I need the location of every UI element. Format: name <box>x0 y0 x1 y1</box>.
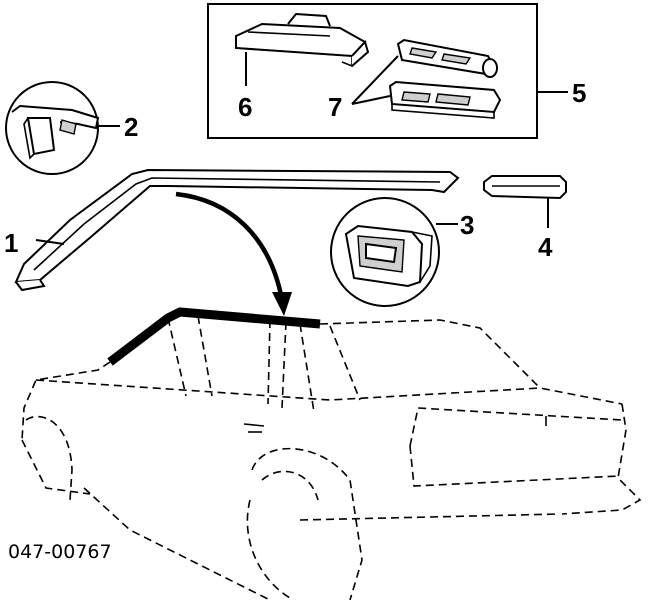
leader-7a <box>351 55 399 105</box>
callout-5: 5 <box>572 78 586 108</box>
callout-2: 2 <box>124 112 138 142</box>
inset-box <box>207 3 538 139</box>
roof-molding-location <box>107 307 321 366</box>
inset-box-group <box>207 3 568 139</box>
part-7-clip-upper <box>396 38 498 78</box>
callout-1: 1 <box>4 228 18 258</box>
car-outline <box>21 307 642 601</box>
leader-7b <box>351 95 391 105</box>
callout-4: 4 <box>538 232 553 262</box>
part-6-retainer <box>235 12 370 68</box>
detail-circle-3 <box>330 197 458 307</box>
part-7-clip-lower <box>388 80 502 119</box>
callout-6: 6 <box>238 92 252 122</box>
callout-7: 7 <box>328 92 342 122</box>
callout-3: 3 <box>460 210 474 240</box>
leader-1 <box>35 239 65 245</box>
part-1-roof-molding <box>14 168 460 292</box>
diagram-part-number: 047-00767 <box>8 541 112 563</box>
install-arrow <box>175 191 292 316</box>
part-4-end-cap <box>483 175 567 228</box>
detail-circle-2 <box>5 81 120 175</box>
